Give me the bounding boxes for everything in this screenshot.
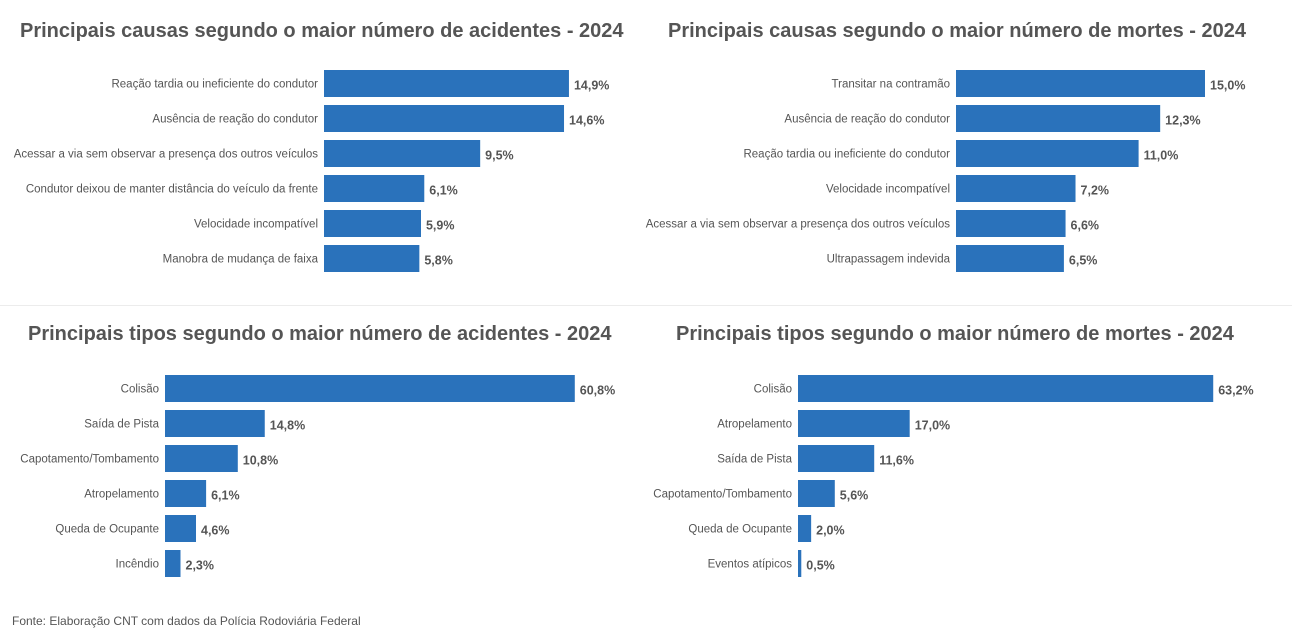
category-label: Condutor deixou de manter distância do v… <box>26 184 318 196</box>
bar <box>324 105 565 132</box>
bar <box>165 375 575 402</box>
bar <box>956 175 1076 202</box>
bar <box>956 245 1064 272</box>
source-note: Fonte: Elaboração CNT com dados da Políc… <box>12 614 361 628</box>
category-label: Ausência de reação do condutor <box>152 114 318 126</box>
bar <box>798 445 875 472</box>
bar-chart-types-accidents: Colisão 60,8% Saída de Pista 14,8% Capotamen… <box>20 375 615 577</box>
category-label: Reação tardia ou ineficiente do condutor <box>743 149 950 161</box>
chart-panel-types-accidents <box>0 310 630 600</box>
chart-title-causes-deaths: Principais causas segundo o maior número… <box>668 20 1246 42</box>
category-label: Velocidade incompatível <box>826 184 950 196</box>
bar <box>956 105 1161 132</box>
data-label: 6,1% <box>429 184 458 198</box>
data-label: 15,0% <box>1210 79 1245 93</box>
data-label: 10,8% <box>243 454 278 468</box>
chart-title-types-deaths: Principais tipos segundo o maior número … <box>676 323 1234 345</box>
data-label: 17,0% <box>915 419 950 433</box>
category-label: Incêndio <box>116 559 159 571</box>
bar <box>324 70 569 97</box>
data-label: 5,8% <box>424 254 453 268</box>
data-label: 14,6% <box>569 114 604 128</box>
chart-title-types-accidents: Principais tipos segundo o maior número … <box>28 323 612 345</box>
bar <box>324 245 420 272</box>
category-label: Atropelamento <box>717 419 792 431</box>
bar-chart-types-deaths: Colisão 63,2% Atropelamento 17,0% Saída de P… <box>653 375 1254 577</box>
data-label: 11,6% <box>879 454 914 468</box>
bar-chart-causes-deaths: Transitar na contramão 15,0% Ausência de r… <box>646 70 1245 272</box>
category-label: Capotamento/Tombamento <box>20 454 159 466</box>
data-label: 6,5% <box>1069 254 1098 268</box>
category-label: Ausência de reação do condutor <box>784 114 950 126</box>
bar <box>165 515 197 542</box>
category-label: Velocidade incompatível <box>194 219 318 231</box>
data-label: 6,6% <box>1071 219 1100 233</box>
category-label: Atropelamento <box>84 489 159 501</box>
data-label: 6,1% <box>211 489 240 503</box>
bar <box>798 550 802 577</box>
bar <box>956 140 1139 167</box>
bar <box>956 70 1205 97</box>
data-label: 2,0% <box>816 524 845 538</box>
category-label: Ultrapassagem indevida <box>827 254 951 266</box>
bar <box>324 210 421 237</box>
category-label: Reação tardia ou ineficiente do condutor <box>111 79 318 91</box>
bar <box>165 445 238 472</box>
data-label: 5,6% <box>840 489 869 503</box>
data-label: 2,3% <box>186 559 215 573</box>
bar <box>956 210 1066 237</box>
bar <box>798 480 835 507</box>
chart-panel-types-deaths <box>640 310 1292 612</box>
bar <box>165 410 265 437</box>
category-label: Capotamento/Tombamento <box>653 489 792 501</box>
data-label: 63,2% <box>1218 384 1253 398</box>
category-label: Saída de Pista <box>84 419 159 431</box>
data-label: 14,9% <box>574 79 609 93</box>
category-label: Colisão <box>754 384 792 396</box>
category-label: Manobra de mudança de faixa <box>163 254 319 266</box>
data-label: 7,2% <box>1081 184 1110 198</box>
bar <box>798 375 1214 402</box>
data-label: 60,8% <box>580 384 615 398</box>
bar <box>798 410 910 437</box>
data-label: 9,5% <box>485 149 514 163</box>
category-label: Colisão <box>121 384 159 396</box>
data-label: 4,6% <box>201 524 230 538</box>
data-label: 0,5% <box>806 559 835 573</box>
category-label: Transitar na contramão <box>832 79 950 91</box>
data-label: 12,3% <box>1165 114 1200 128</box>
category-label: Queda de Ocupante <box>55 524 159 536</box>
panel-divider <box>0 305 1292 306</box>
data-label: 14,8% <box>270 419 305 433</box>
data-label: 5,9% <box>426 219 455 233</box>
category-label: Saída de Pista <box>717 454 792 466</box>
category-label: Eventos atípicos <box>708 559 793 571</box>
category-label: Queda de Ocupante <box>688 524 792 536</box>
chart-panel-causes-accidents <box>0 0 630 300</box>
bar <box>798 515 812 542</box>
chart-title-causes-accidents: Principais causas segundo o maior número… <box>20 20 624 42</box>
data-label: 11,0% <box>1144 149 1179 163</box>
category-label: Acessar a via sem observar a presença do… <box>14 149 319 161</box>
bar <box>324 140 481 167</box>
category-label: Acessar a via sem observar a presença do… <box>646 219 951 231</box>
bar-chart-causes-accidents: Reação tardia ou ineficiente do condutor… <box>14 70 609 272</box>
bar <box>165 550 181 577</box>
bar <box>324 175 425 202</box>
bar <box>165 480 207 507</box>
